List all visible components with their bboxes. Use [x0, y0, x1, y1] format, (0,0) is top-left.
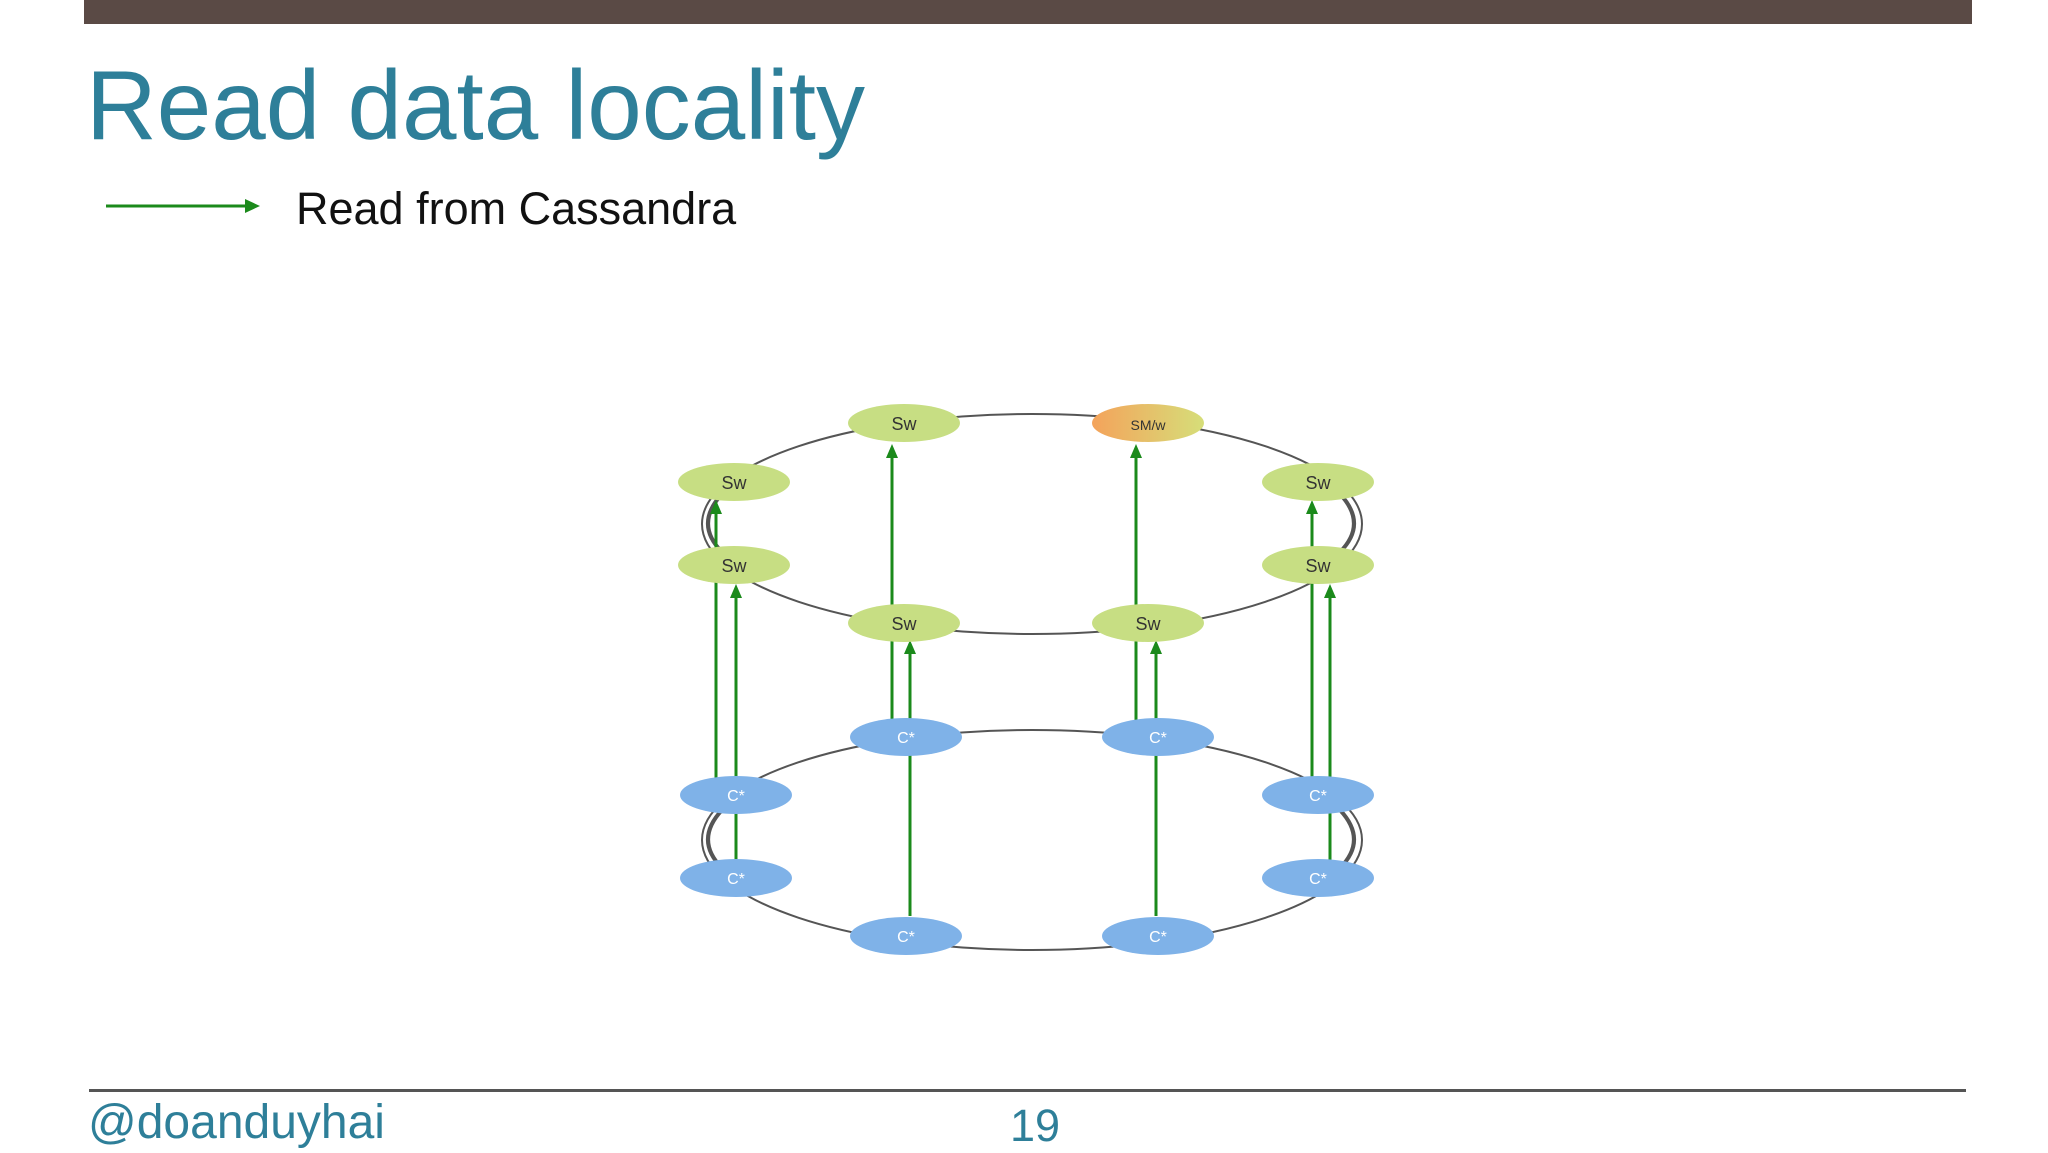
cassandra-node-label: C*	[1309, 788, 1327, 805]
cassandra-node-label: C*	[1149, 730, 1167, 747]
cassandra-node-label: C*	[1149, 929, 1167, 946]
cassandra-ring	[701, 729, 1363, 951]
spark-node: Sw	[678, 463, 790, 501]
spark-master-label: SM/w	[1131, 417, 1167, 433]
top-bar	[84, 0, 1972, 24]
cassandra-node: C*	[1262, 776, 1374, 814]
cassandra-node: C*	[1102, 917, 1214, 955]
cassandra-node: C*	[680, 859, 792, 897]
cassandra-node: C*	[1262, 859, 1374, 897]
cassandra-node-label: C*	[727, 788, 745, 805]
arrowhead-icon	[904, 640, 916, 654]
spark-node-label: Sw	[1305, 473, 1331, 493]
legend-arrow-icon	[106, 199, 260, 213]
page-number: 19	[1010, 1100, 1061, 1151]
slide-title: Read data locality	[86, 50, 866, 160]
cassandra-node-label: C*	[897, 929, 915, 946]
cassandra-ring-left-edge	[706, 808, 724, 870]
spark-ring	[701, 413, 1363, 635]
spark-ring-right-edge	[1338, 492, 1356, 554]
arrowhead-icon	[886, 444, 898, 458]
spark-node-label: Sw	[1305, 556, 1331, 576]
arrowhead-icon	[1130, 444, 1142, 458]
spark-node-label: Sw	[721, 473, 747, 493]
arrowhead-icon	[1324, 584, 1336, 598]
cassandra-node: C*	[1102, 718, 1214, 756]
arrowhead-icon	[710, 500, 722, 514]
spark-node: Sw	[848, 404, 960, 442]
spark-node: Sw	[848, 604, 960, 642]
spark-node: Sw	[678, 546, 790, 584]
spark-nodes: Sw SM/w Sw Sw Sw Sw Sw Sw	[678, 404, 1374, 642]
spark-node: Sw	[1262, 546, 1374, 584]
cassandra-node: C*	[850, 917, 962, 955]
cassandra-ring-right-edge	[1338, 808, 1356, 870]
cassandra-node-label: C*	[727, 871, 745, 888]
cassandra-node-label: C*	[1309, 871, 1327, 888]
legend-label: Read from Cassandra	[296, 183, 737, 234]
arrowhead-icon	[730, 584, 742, 598]
spark-master-node: SM/w	[1092, 404, 1204, 442]
spark-node-label: Sw	[891, 614, 917, 634]
read-arrows	[710, 444, 1336, 916]
spark-node: Sw	[1092, 604, 1204, 642]
spark-node-label: Sw	[721, 556, 747, 576]
arrowhead-icon	[1306, 500, 1318, 514]
cassandra-nodes: C* C* C* C* C* C* C* C*	[680, 718, 1374, 955]
footer-handle: @doanduyhai	[88, 1096, 385, 1149]
cassandra-node: C*	[850, 718, 962, 756]
spark-node-label: Sw	[1135, 614, 1161, 634]
cassandra-node: C*	[680, 776, 792, 814]
spark-node: Sw	[1262, 463, 1374, 501]
cassandra-node-label: C*	[897, 730, 915, 747]
arrowhead-icon	[1150, 640, 1162, 654]
spark-node-label: Sw	[891, 414, 917, 434]
footer-rule	[89, 1089, 1966, 1092]
